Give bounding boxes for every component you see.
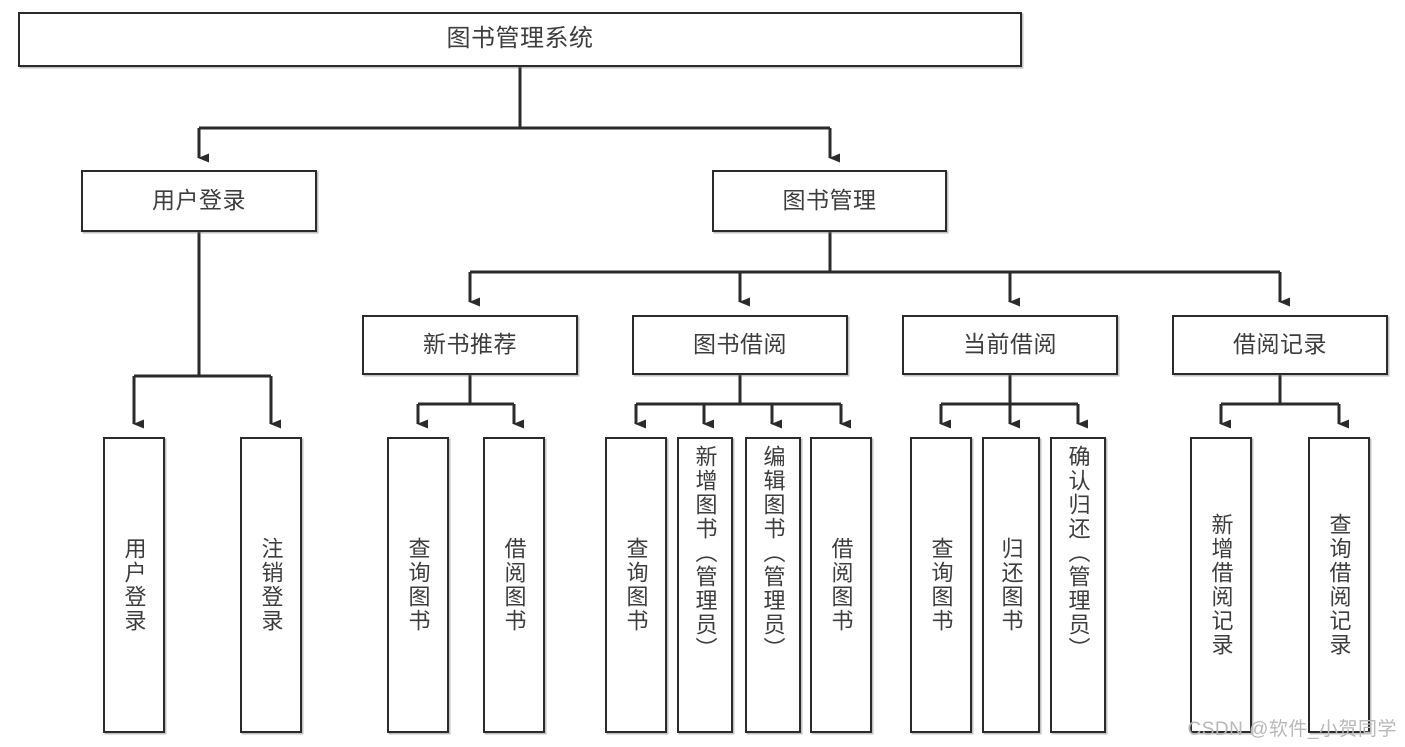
leaf-borrow-book-recommend[interactable]: 借阅图书 [483, 437, 545, 733]
leaf-add-borrow-record[interactable]: 新增借阅记录 [1190, 437, 1252, 733]
node-borrow-record[interactable]: 借阅记录 [1172, 315, 1388, 375]
node-label: 图书管理系统 [446, 25, 594, 53]
node-book-borrow[interactable]: 图书借阅 [632, 315, 848, 375]
node-label: 新书推荐 [423, 331, 517, 358]
node-label: 图书管理 [782, 187, 877, 214]
leaf-query-book-borrow[interactable]: 查询图书 [605, 437, 667, 733]
node-label: 确认归还（管理员） [1065, 445, 1091, 661]
leaf-borrow-book[interactable]: 借阅图书 [810, 437, 872, 733]
node-label: 图书借阅 [693, 331, 787, 358]
node-label: 注销登录 [258, 537, 284, 633]
node-label: 归还图书 [998, 537, 1024, 633]
node-label: 查询图书 [623, 537, 649, 633]
node-label: 查询借阅记录 [1326, 513, 1352, 657]
leaf-logout-login[interactable]: 注销登录 [240, 437, 302, 733]
leaf-add-book-admin[interactable]: 新增图书（管理员） [677, 437, 733, 733]
leaf-query-book-recommend[interactable]: 查询图书 [387, 437, 449, 733]
node-new-book-recommend[interactable]: 新书推荐 [362, 315, 578, 375]
leaf-edit-book-admin[interactable]: 编辑图书（管理员） [745, 437, 801, 733]
node-user-login[interactable]: 用户登录 [81, 170, 317, 232]
node-label: 当前借阅 [963, 331, 1057, 358]
node-label: 新增图书（管理员） [692, 445, 718, 661]
node-label: 查询图书 [928, 537, 954, 633]
leaf-user-login[interactable]: 用户登录 [103, 437, 165, 733]
node-current-borrow[interactable]: 当前借阅 [902, 315, 1118, 375]
node-label: 编辑图书（管理员） [760, 445, 786, 661]
node-label: 借阅图书 [828, 537, 854, 633]
leaf-query-book-current[interactable]: 查询图书 [910, 437, 972, 733]
node-label: 借阅图书 [501, 537, 527, 633]
node-label: 查询图书 [405, 537, 431, 633]
node-label: 借阅记录 [1233, 331, 1327, 358]
watermark-text: CSDN @软件_小贺同学 [1187, 719, 1397, 740]
leaf-confirm-return-admin[interactable]: 确认归还（管理员） [1050, 437, 1106, 733]
node-label: 新增借阅记录 [1208, 513, 1234, 657]
node-root-book-management-system[interactable]: 图书管理系统 [18, 12, 1022, 67]
node-label: 用户登录 [121, 537, 147, 633]
node-label: 用户登录 [152, 187, 246, 214]
leaf-query-borrow-record[interactable]: 查询借阅记录 [1308, 437, 1370, 733]
node-book-management[interactable]: 图书管理 [712, 170, 947, 232]
leaf-return-book[interactable]: 归还图书 [982, 437, 1040, 733]
